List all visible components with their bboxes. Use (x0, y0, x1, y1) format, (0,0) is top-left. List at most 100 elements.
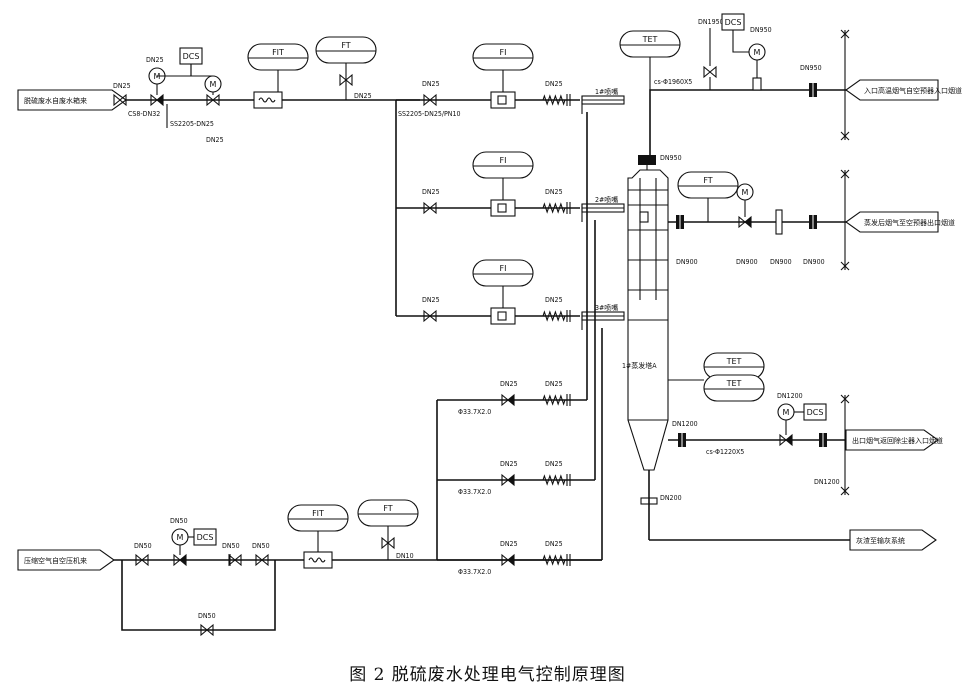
valve-fill (745, 217, 751, 227)
tower-top-flange (638, 155, 656, 165)
hose-zigzag (542, 474, 566, 486)
spray-nozzle-n2: 2#喷嘴 (581, 195, 625, 222)
connector-shape (845, 429, 939, 451)
instrument-tag: TET (726, 379, 742, 388)
pipe-size-od: Φ33.7X2.0 (458, 568, 491, 576)
bubble-outline (472, 151, 534, 179)
stream-label: 灰渣至输灰系统 (856, 536, 905, 545)
tet-bubble-top: TET (619, 30, 681, 58)
instrument-tag: FI (500, 264, 507, 273)
flow-meter-air (303, 551, 333, 569)
pipe-size-dn25: DN25 (500, 380, 518, 388)
meter-coil (258, 97, 276, 103)
flex-hose-1 (542, 94, 571, 106)
pipe-size-dn25: DN25 (422, 296, 440, 304)
motor-top: M (748, 43, 766, 61)
tower-inner-nozzle (639, 211, 649, 223)
nozzle-label: 2#喷嘴 (595, 195, 618, 204)
motor-label: M (783, 408, 790, 417)
gate-valve-ww-1 (113, 93, 127, 107)
fit-bubble-ww: FIT (247, 43, 309, 71)
valve-body (206, 93, 220, 107)
air-hose-2 (542, 474, 571, 486)
stream-label: 出口烟气返回除尘器入口烟道 (852, 436, 943, 445)
pipe-size-dn900: DN900 (736, 258, 758, 266)
ft-bubble-mid: FT (677, 171, 739, 199)
pipe-size-dn200: DN200 (660, 494, 682, 502)
battery-limit-top (840, 29, 850, 141)
dcs-top: DCS (721, 13, 745, 31)
instrument-tag: FIT (272, 48, 284, 57)
flange-mid-1 (676, 215, 684, 229)
pipe-size-ss-dn25: SS2205-DN25 (170, 120, 214, 128)
motor-ww-2: M (204, 75, 222, 93)
bubble-outline (472, 43, 534, 71)
pipe-size-dn950: DN950 (800, 64, 822, 72)
pipe-size-dn50: DN50 (170, 517, 188, 525)
nozzle-label: 1#喷嘴 (595, 87, 618, 96)
meter-coil (308, 557, 326, 563)
valve-body (423, 201, 437, 215)
pipe-size-dn10: DN10 (396, 552, 414, 560)
dcs-air: DCS (193, 528, 217, 546)
air-branch-valve-2 (501, 473, 515, 487)
dcs-label: DCS (197, 533, 214, 542)
dcs-label: DCS (725, 18, 742, 27)
limit-cross (840, 486, 850, 496)
air-bypass-line (121, 560, 276, 631)
air-inlet-connector: 压缩空气自空压机来 (17, 549, 115, 571)
isolation-valve-ft (339, 73, 353, 87)
flue-inlet-line (649, 89, 848, 155)
motor-label: M (177, 533, 184, 542)
pipe-size-dn50: DN50 (134, 542, 152, 550)
motor-label: M (754, 48, 761, 57)
limit-cross (840, 29, 850, 39)
air-motor-valve (173, 553, 187, 567)
flue-inlet-connector: 入口高温烟气自空预器入口烟道 (845, 79, 962, 101)
valve-fill (180, 555, 186, 565)
pipe-size-dn950: DN950 (750, 26, 772, 34)
flange-low-1 (678, 433, 686, 447)
flex-hose-3 (542, 310, 571, 322)
tet-bubble-2: TET (703, 374, 765, 402)
dcs-low: DCS (803, 403, 827, 421)
hose-zigzag (542, 394, 566, 406)
limit-cross (840, 394, 850, 404)
stream-label: 入口高温烟气自空预器入口烟道 (864, 86, 962, 95)
air-valve-1 (135, 553, 149, 567)
damper-body (752, 77, 762, 91)
pipe-size-cs-1960: cs-Φ1960X5 (654, 78, 692, 86)
wastewater-inlet-connector: 脱硫废水自废水箱来 (17, 89, 127, 111)
instrument-tag: FT (383, 504, 392, 513)
valve-body (703, 65, 717, 79)
flange-mid-2 (809, 215, 817, 229)
limit-cross (840, 261, 850, 271)
meter-body (253, 91, 283, 109)
pipe-size-dn25: DN25 (545, 460, 563, 468)
valve-fill (508, 395, 514, 405)
isolation-valve-air (381, 536, 395, 550)
spray-nozzle-n1: 1#喷嘴 (581, 87, 625, 114)
pipe-size-cs-1220: cs-Φ1220X5 (706, 448, 744, 456)
air-valve-2 (228, 553, 242, 567)
pipe-size-dn25: DN25 (422, 188, 440, 196)
flange-top (809, 83, 817, 97)
pipe-size-dn25: DN25 (113, 82, 131, 90)
valve-body (228, 553, 242, 567)
flow-meter-ww (253, 91, 283, 109)
pipe-size-od: Φ33.7X2.0 (458, 408, 491, 416)
pipe-size-dn25: DN25 (545, 80, 563, 88)
flow-indicator-3 (490, 307, 516, 325)
instrument-tag: TET (726, 357, 742, 366)
valve-body (423, 309, 437, 323)
pipe-size-dn50: DN50 (198, 612, 216, 620)
pipe-size-dn1200: DN1200 (814, 478, 840, 486)
motor-low: M (777, 403, 795, 421)
meter-body (303, 551, 333, 569)
fi-bubble-2: FI (472, 151, 534, 179)
control-signal-line (190, 64, 213, 77)
bypass-valve (200, 623, 214, 637)
limit-cross (840, 169, 850, 179)
fi-bubble-1: FI (472, 43, 534, 71)
fit-bubble-air: FIT (287, 504, 349, 532)
